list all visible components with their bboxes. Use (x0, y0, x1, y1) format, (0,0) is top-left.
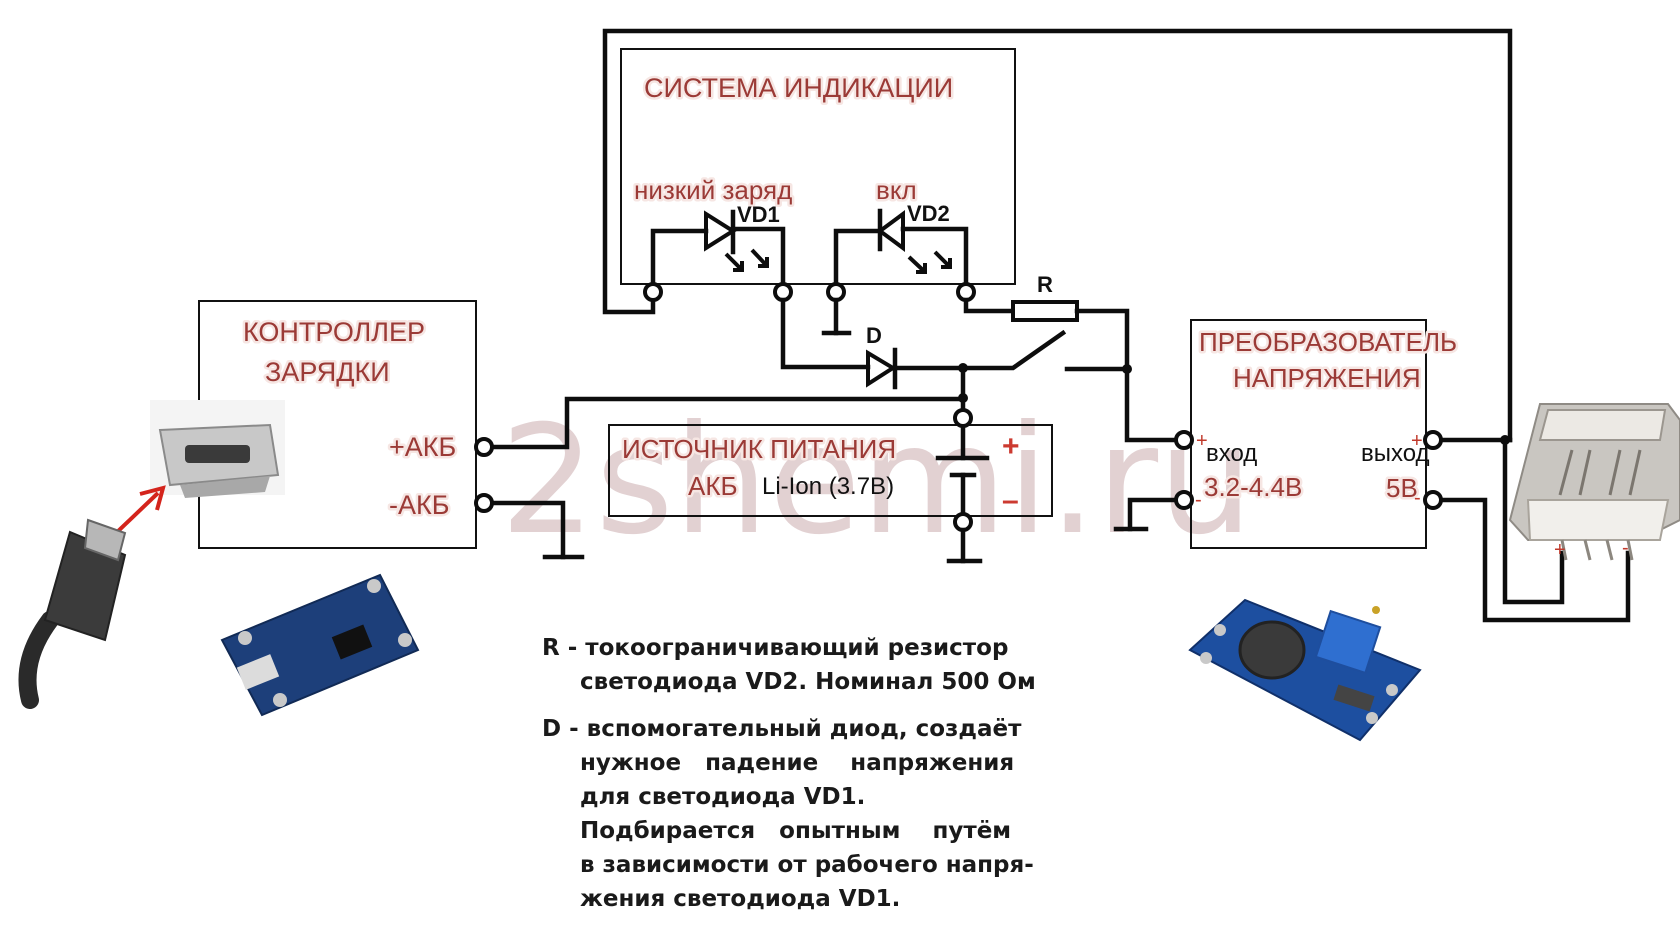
on-label: вкл (876, 175, 917, 205)
diode-d-icon (866, 347, 898, 390)
terminal-converter-out-plus (1423, 430, 1443, 450)
terminal-plus-akb (474, 437, 494, 457)
terminal-vd2-anode (956, 282, 976, 302)
vd1-led-icon (650, 209, 786, 286)
indication-title: СИСТЕМА ИНДИКАЦИИ (644, 73, 953, 103)
minus-akb-label: -АКБ (389, 490, 449, 520)
micro-usb-socket-image (150, 400, 285, 498)
note-line: светодиода VD2. Номинал 500 Ом (580, 669, 1036, 695)
notes: R - токоограничивающий резистор светодио… (542, 635, 1036, 912)
r-wire-left (963, 297, 1016, 314)
diode-label: D (866, 323, 882, 348)
power-source: ИСТОЧНИК ПИТАНИЯ АКБ Li-Ion (3.7В) + – (608, 423, 1053, 517)
vd2-label: VD2 (907, 201, 950, 226)
junction-switch (1122, 364, 1132, 374)
note-line: для светодиода VD1. (580, 784, 865, 810)
terminal-vd1-anode (643, 282, 663, 302)
voltage-converter: ПРЕОБРАЗОВАТЕЛЬ НАПРЯЖЕНИЯ вход 3.2-4.4В… (1190, 319, 1460, 549)
micro-usb-plug-image (18, 518, 127, 709)
usb-plus-sign: + (1554, 539, 1566, 561)
note-line: нужное падение напряжения (580, 750, 1014, 776)
converter-out-minus: - (1414, 487, 1421, 509)
indication-system: СИСТЕМА ИНДИКАЦИИ низкий заряд вкл VD1 V… (620, 48, 1016, 286)
switch-icon (892, 329, 1067, 371)
terminal-converter-in-minus (1174, 490, 1194, 510)
terminal-battery-plus (953, 408, 973, 428)
battery-box (608, 424, 1053, 517)
indication-box (620, 48, 1016, 285)
vd2-led-icon (833, 208, 969, 286)
terminal-converter-in-plus (1174, 430, 1194, 450)
terminal-minus-akb (474, 493, 494, 513)
note-line: жения светодиода VD1. (580, 886, 900, 912)
top-loop-wire (602, 28, 1513, 443)
battery-type: Li-Ion (3.7В) (762, 473, 894, 500)
usb-plus-wire (1502, 437, 1565, 605)
converter-input-range: 3.2-4.4В (1204, 472, 1302, 502)
vd1-to-d-wire (780, 297, 871, 370)
battery-title: ИСТОЧНИК ПИТАНИЯ (622, 434, 896, 464)
converter-in-minus-wire (1127, 497, 1179, 532)
terminal-vd1-cathode (773, 282, 793, 302)
converter-in-plus: + (1196, 430, 1208, 452)
plus-akb-wire (489, 396, 966, 450)
resistor-label: R (1037, 272, 1053, 297)
terminal-converter-out-minus (1423, 490, 1443, 510)
insert-arrow-icon (111, 485, 166, 538)
usb-a-socket-image: + - (1508, 403, 1680, 561)
converter-in-minus: - (1195, 489, 1202, 511)
resistor-icon (1011, 300, 1079, 322)
boost-pcb-image (1188, 598, 1422, 742)
terminal-vd2-cathode (826, 282, 846, 302)
converter-out-plus: + (1411, 430, 1423, 452)
minus-akb-wire (489, 500, 566, 560)
charger-title-line1: КОНТРОЛЛЕР (243, 317, 425, 347)
low-charge-label: низкий заряд (634, 175, 792, 205)
charger-title-line2: ЗАРЯДКИ (265, 357, 390, 387)
r-wire-right (1074, 308, 1183, 443)
charger-pcb-image (220, 573, 420, 717)
battery-plus-sign: + (1002, 430, 1020, 463)
note-line: R - токоограничивающий резистор (542, 635, 1008, 661)
converter-output-value: 5В (1386, 473, 1418, 503)
terminal-battery-minus (953, 512, 973, 532)
plus-akb-label: +АКБ (389, 432, 456, 462)
battery-minus-sign: – (1002, 484, 1019, 517)
usb-minus-sign: - (1622, 537, 1629, 559)
converter-title-line2: НАПРЯЖЕНИЯ (1233, 363, 1421, 393)
converter-input-label: вход (1206, 440, 1257, 467)
usb-minus-wire (1438, 497, 1631, 623)
note-line: D - вспомогательный диод, создаёт (542, 716, 1022, 742)
converter-title-line1: ПРЕОБРАЗОВАТЕЛЬ (1199, 327, 1457, 357)
battery-prefix: АКБ (688, 471, 738, 501)
note-line: Подбирается опытным путём (580, 818, 1011, 844)
vd1-label: VD1 (737, 202, 780, 227)
note-line: в зависимости от рабочего напря- (580, 852, 1034, 878)
converter-output-label: выход (1361, 440, 1430, 467)
